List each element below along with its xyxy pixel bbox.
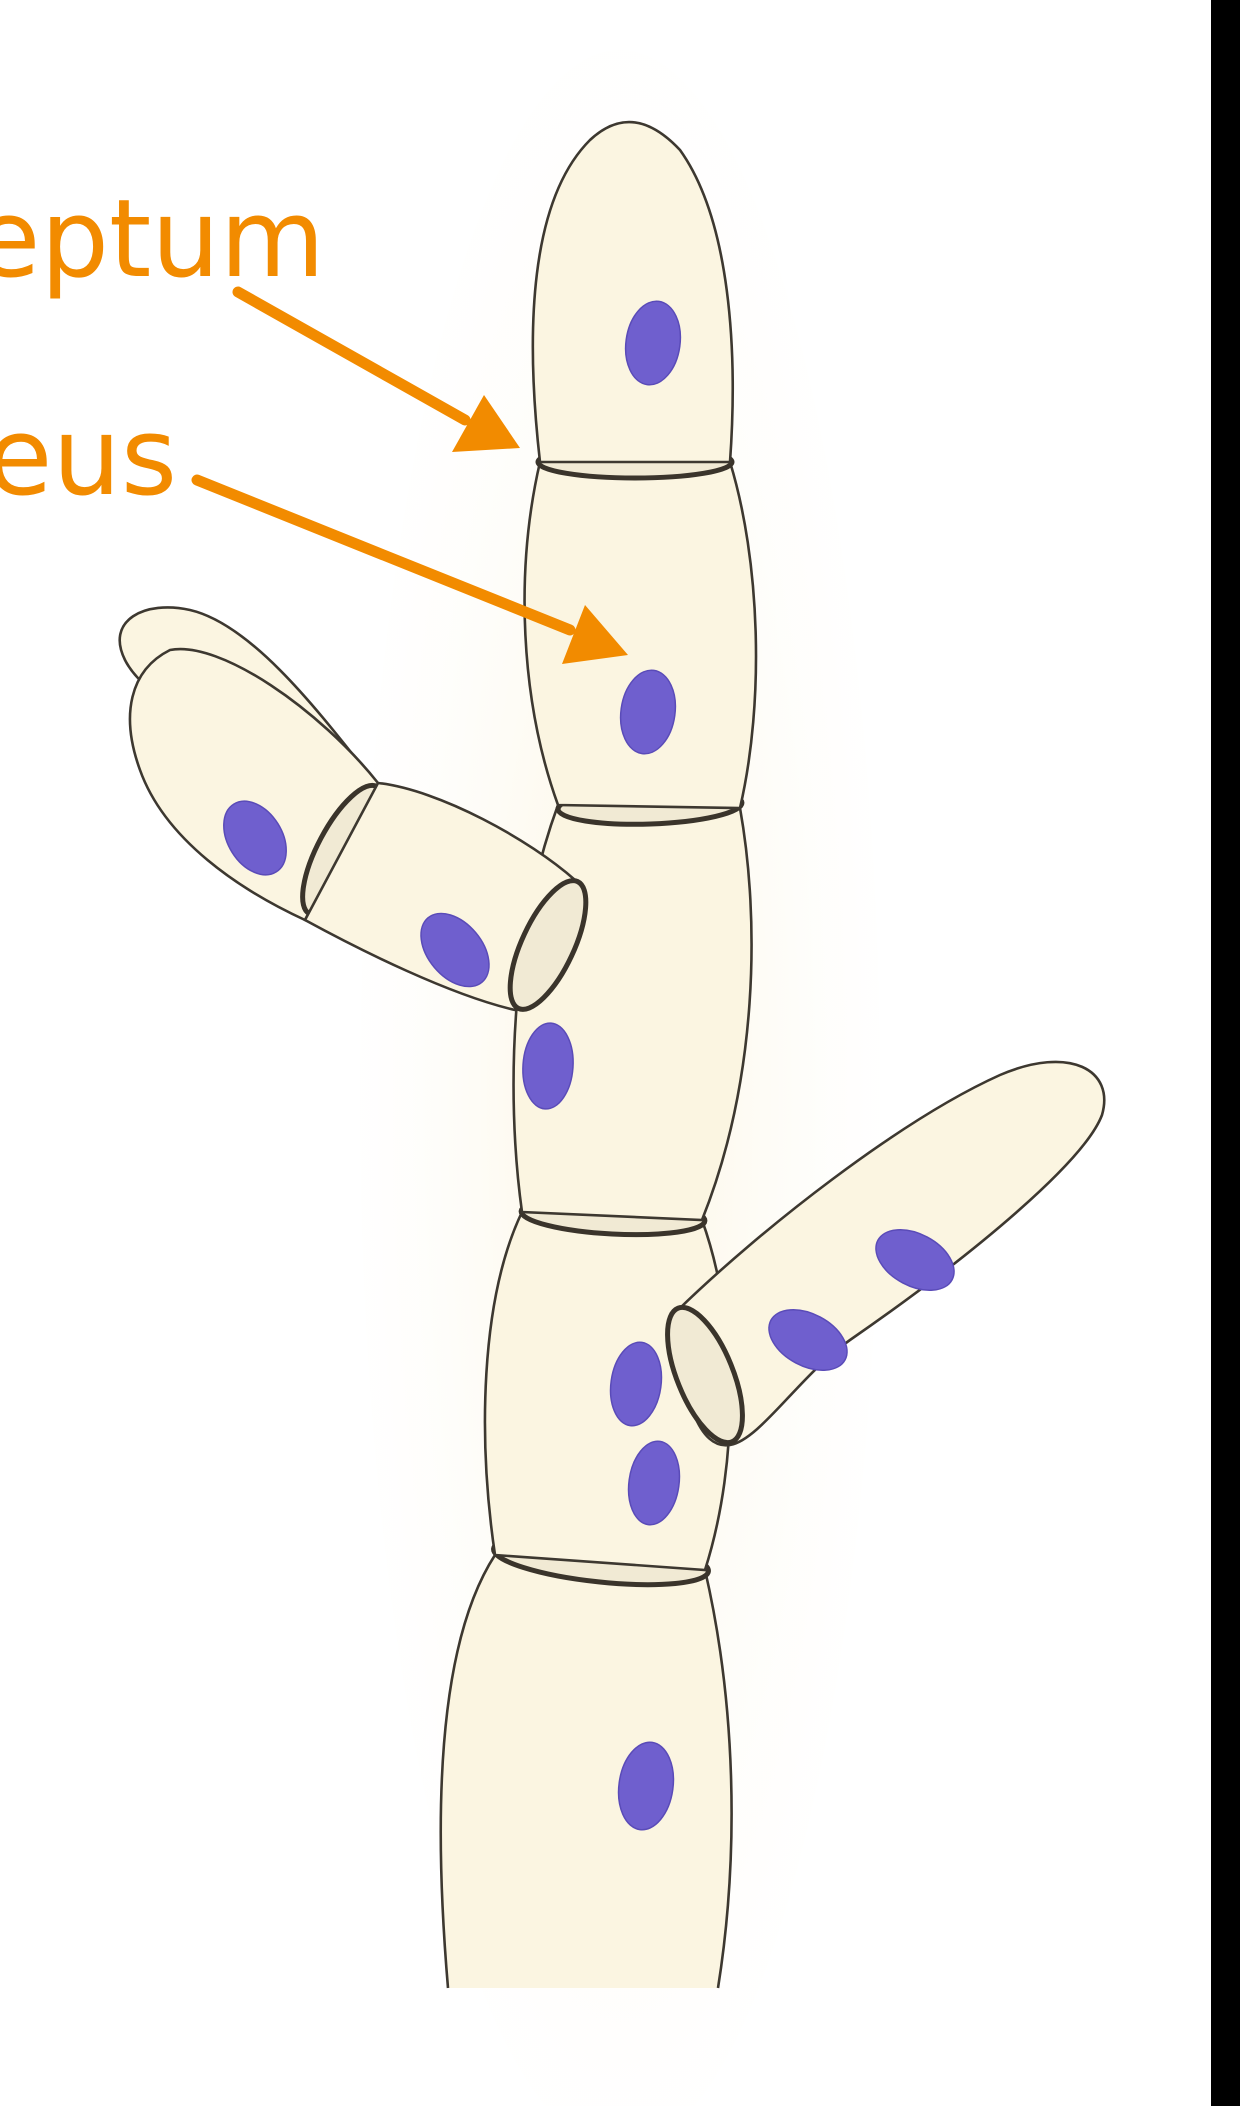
nucleus-label: eus	[0, 404, 177, 512]
septum-label: eptum	[0, 186, 325, 294]
hypha-illustration	[0, 0, 1211, 2106]
hypha-cell-upper-middle	[525, 462, 756, 808]
hypha-cell-bottom	[441, 1555, 732, 1988]
diagram-panel: eptum eus	[0, 0, 1211, 2106]
